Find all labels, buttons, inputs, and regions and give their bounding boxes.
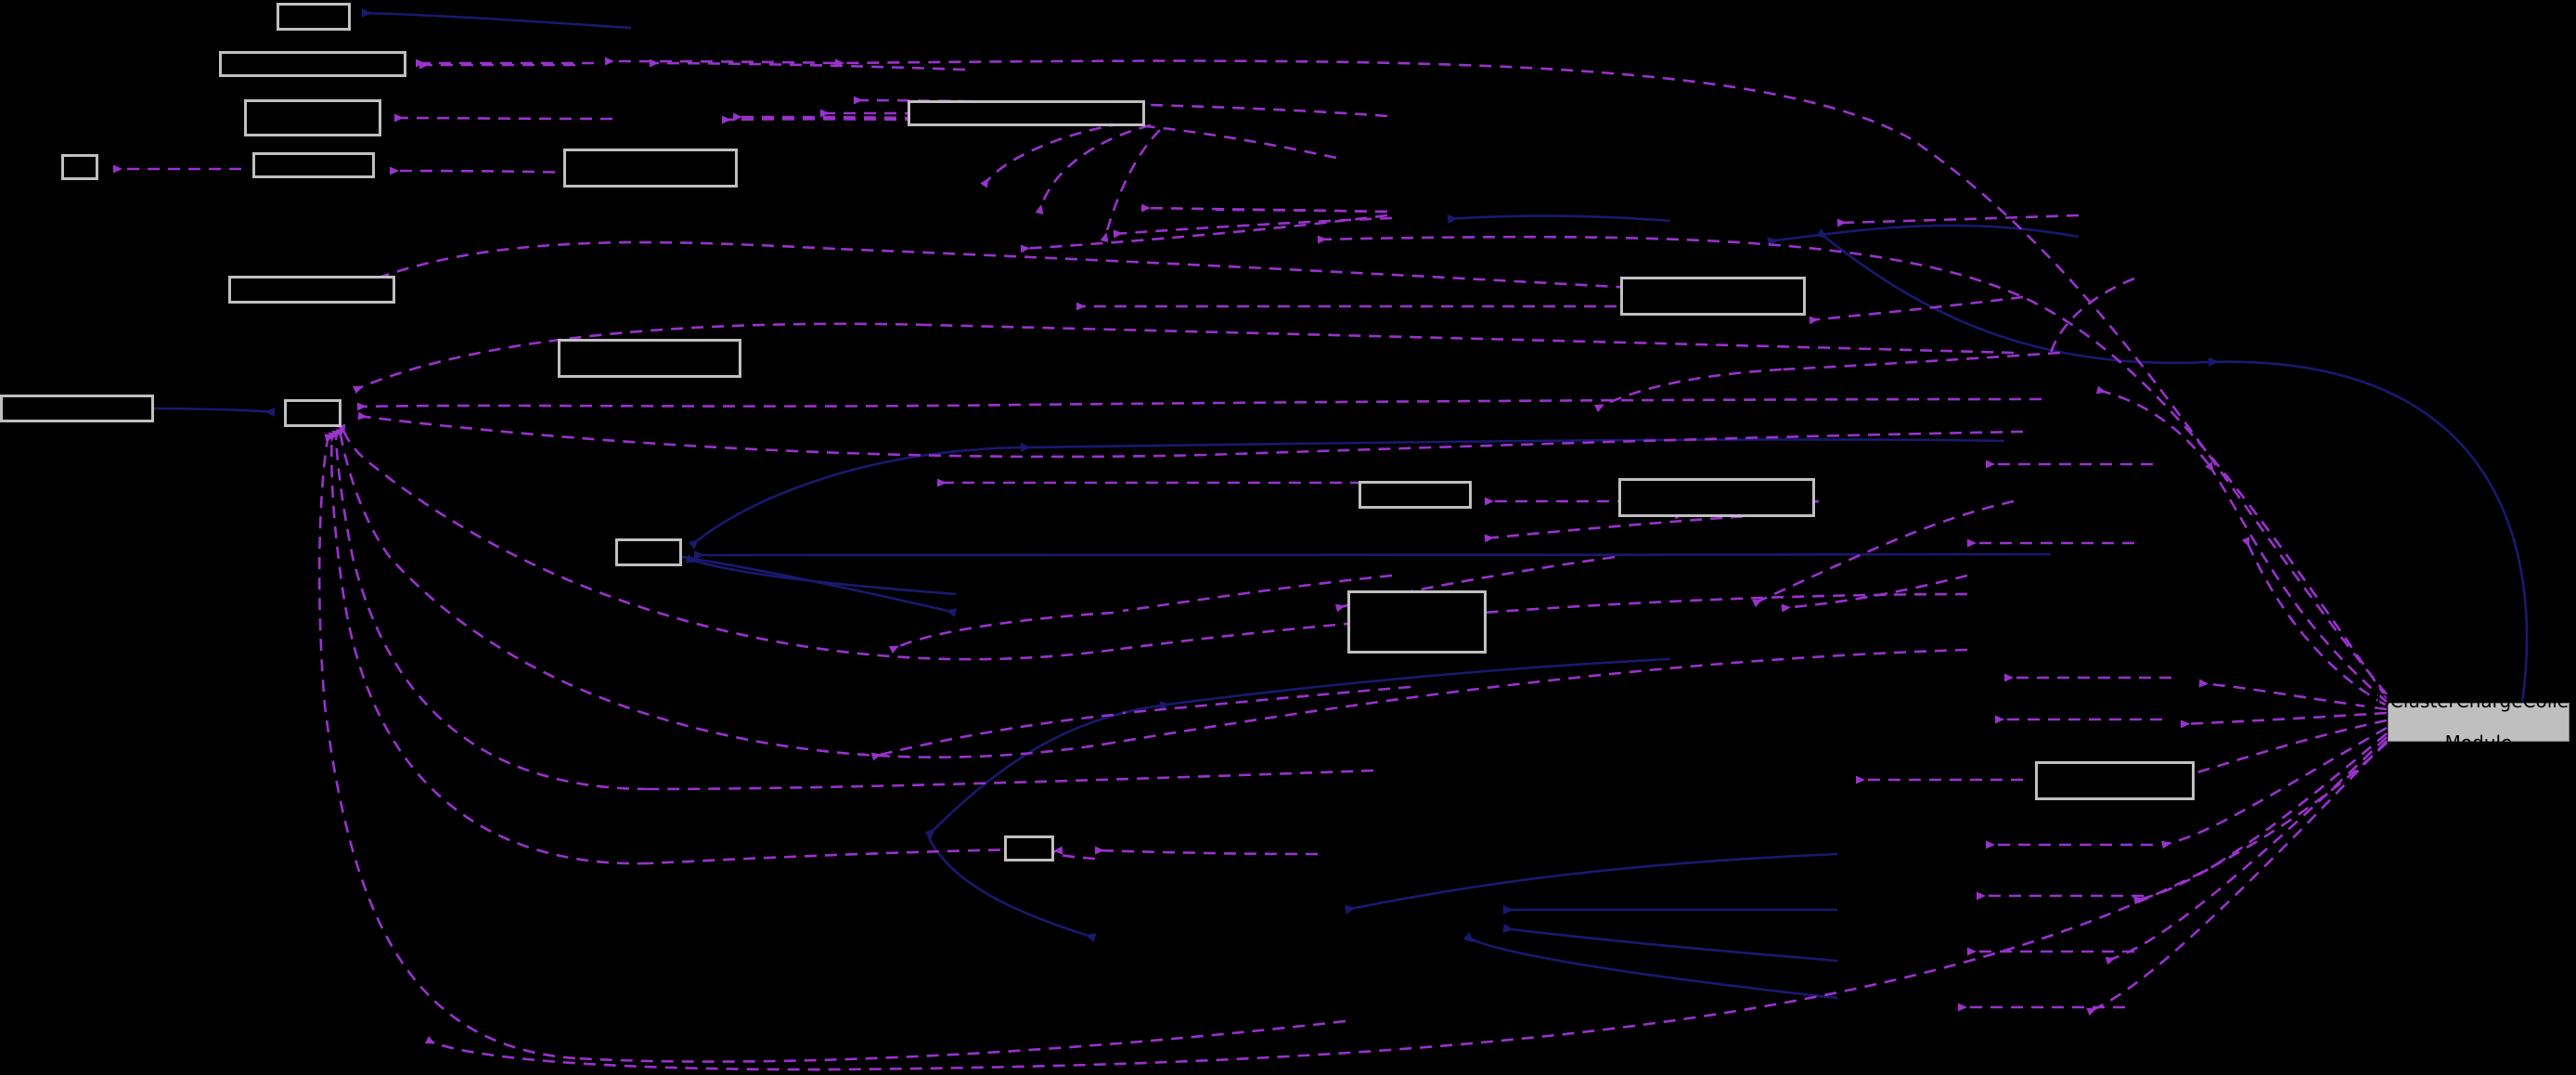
graph-node[interactable] xyxy=(908,100,1145,126)
graph-node[interactable] xyxy=(61,154,98,180)
graph-node[interactable] xyxy=(244,99,381,136)
graph-node-pxdclusterchargecollectormodule[interactable]: PXDClusterChargeCollector Module xyxy=(2352,691,2576,754)
focus-node-label-line1: PXDClusterChargeCollector xyxy=(2351,690,2576,713)
graph-node[interactable] xyxy=(228,276,395,304)
graph-node[interactable] xyxy=(615,538,682,566)
graph-node[interactable] xyxy=(1620,277,1806,316)
graph-node[interactable] xyxy=(2035,761,2195,800)
focus-node-label-line2: Module xyxy=(2444,732,2513,755)
graph-node[interactable] xyxy=(0,395,154,422)
graph-node[interactable] xyxy=(277,3,351,31)
graph-node[interactable] xyxy=(563,149,738,188)
graph-node[interactable] xyxy=(219,51,406,77)
graph-node[interactable] xyxy=(558,339,741,378)
graph-node[interactable] xyxy=(284,399,341,427)
graph-node[interactable] xyxy=(1347,590,1487,654)
graph-node[interactable] xyxy=(1359,481,1472,509)
graph-node[interactable] xyxy=(1004,835,1054,861)
graph-node[interactable] xyxy=(252,152,375,178)
graph-node[interactable] xyxy=(1618,478,1815,517)
